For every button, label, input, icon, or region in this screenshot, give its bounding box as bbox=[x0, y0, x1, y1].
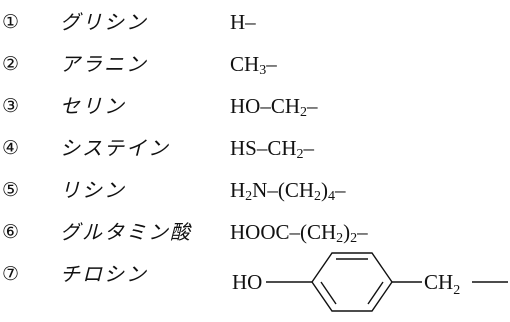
benzene-ring bbox=[311, 252, 393, 312]
table-row: ① グリシン H– bbox=[0, 2, 510, 42]
ring-double-bond bbox=[320, 281, 337, 305]
table-row: ④ システイン HS–CH2– bbox=[0, 128, 510, 168]
table-row: ⑥ グルタミン酸 HOOC–(CH2)2– bbox=[0, 212, 510, 252]
row-number: ⑤ bbox=[2, 179, 20, 201]
amino-acid-name: セリン bbox=[60, 94, 126, 118]
table-row: ⑦ チロシン bbox=[0, 254, 510, 294]
amino-acid-name: アラニン bbox=[60, 52, 148, 76]
side-chain-formula: HO–CH2– bbox=[230, 94, 318, 120]
amino-acid-name: グルタミン酸 bbox=[60, 220, 192, 244]
side-chain-formula: CH3– bbox=[230, 52, 277, 78]
row-number: ② bbox=[2, 53, 20, 75]
methylene-group-label: CH2 bbox=[424, 270, 460, 298]
side-chain-formula: HOOC–(CH2)2– bbox=[230, 220, 368, 246]
side-chain-formula: H– bbox=[230, 10, 256, 34]
amino-acid-name: チロシン bbox=[60, 262, 148, 286]
side-chain-formula: HS–CH2– bbox=[230, 136, 315, 162]
table-row: ③ セリン HO–CH2– bbox=[0, 86, 510, 126]
row-number: ⑦ bbox=[2, 263, 20, 285]
row-number: ④ bbox=[2, 137, 20, 159]
row-number: ⑥ bbox=[2, 221, 20, 243]
ring-double-bond bbox=[367, 281, 384, 305]
amino-acid-name: グリシン bbox=[60, 10, 148, 34]
tyrosine-structure: HO CH2 bbox=[232, 252, 508, 312]
row-number: ③ bbox=[2, 95, 20, 117]
table-row: ⑤ リシン H2N–(CH2)4– bbox=[0, 170, 510, 210]
table-row: ② アラニン CH3– bbox=[0, 44, 510, 84]
row-number: ① bbox=[2, 11, 20, 33]
amino-acid-name: システイン bbox=[60, 136, 170, 160]
side-chain-formula: H2N–(CH2)4– bbox=[230, 178, 346, 204]
amino-acid-name: リシン bbox=[60, 178, 126, 202]
hydroxyl-group-label: HO bbox=[232, 270, 262, 294]
